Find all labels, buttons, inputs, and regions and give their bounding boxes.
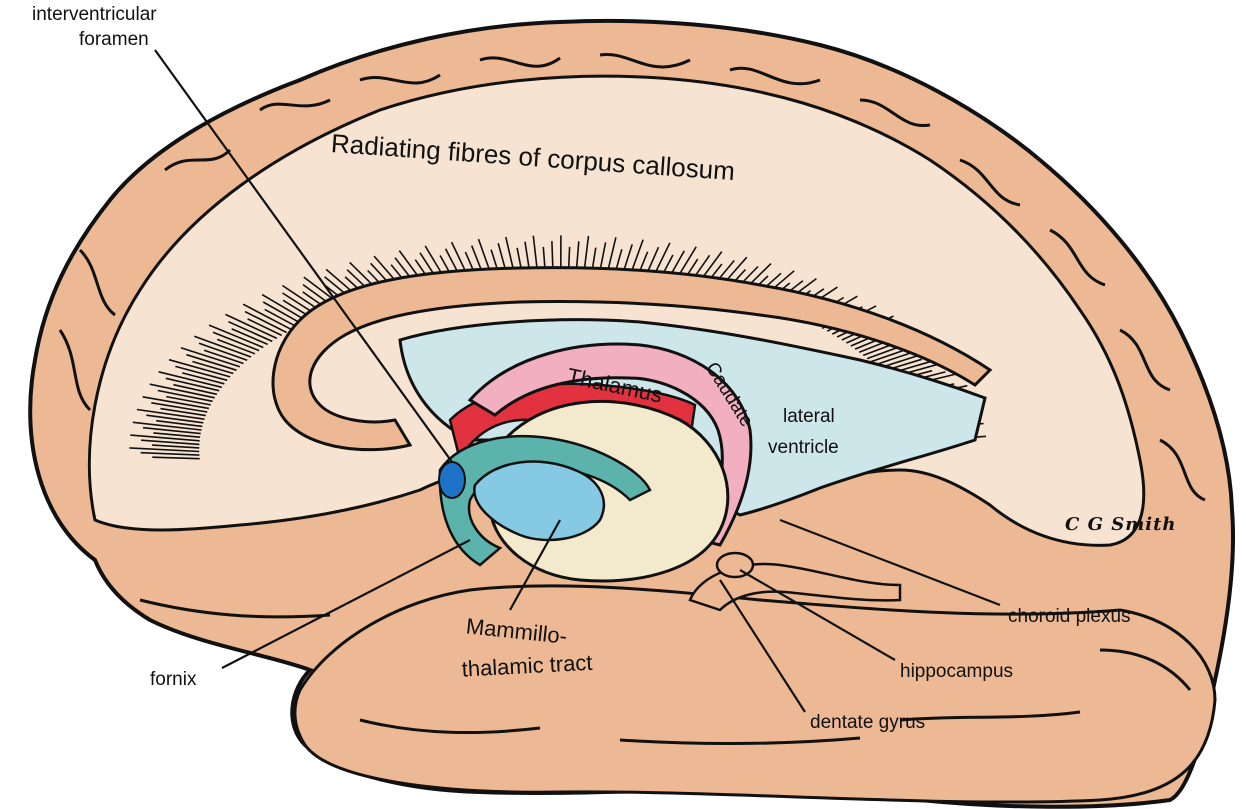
label-ventricle: ventricle [768,437,839,458]
callosum-fibre [261,293,309,323]
callosum-fibre [157,389,213,403]
callosum-fibre [181,372,225,385]
signature: C G Smith [1065,514,1177,535]
label-hippocampus: hippocampus [900,661,1013,682]
callosum-fibre [606,237,617,273]
callosum-fibre [149,383,215,399]
label-fornix: fornix [150,669,197,690]
interventricular-foramen [438,461,466,499]
callosum-fibre [212,331,260,352]
callosum-fibre [532,235,539,271]
callosum-fibre [505,236,515,273]
sulci [58,52,1206,746]
callosum-fibre [151,402,208,413]
callosum-fibre [153,432,201,438]
dentate-gyrus-region [715,551,755,579]
callosum-fibre [142,396,210,410]
callosum-fibre [175,365,228,382]
callosum-fibre [142,426,201,435]
callosum-fibre [173,383,218,396]
callosum-fibre [132,421,202,431]
leader-hippocampus [739,569,896,661]
label-interventricular-1: interventricular [32,4,157,25]
callosum-fibre [247,318,283,337]
callosum-fibre [216,338,256,355]
leader-interventricular-foramen [154,49,453,463]
temporal-lobe [293,584,1217,804]
leader-choroid-plexus [779,518,1001,607]
callosum-fibre [242,303,293,331]
callosum-fibre [192,360,234,375]
callosum-fibre [262,301,303,325]
callosum-fibre [165,377,220,392]
callosum-fibre [160,407,206,417]
leader-dentate-gyrus [719,579,806,713]
callosum-fibre [194,335,252,358]
callosum-fibre [186,353,237,371]
callosum-fibre [180,347,241,368]
leader-fornix [221,539,471,669]
callosum-fibre [141,439,200,446]
callosum-fibre [198,342,248,361]
callosum-fibre [156,419,203,428]
label-dentate-gyrus: dentate gyrus [810,712,925,733]
label-interventricular-2: foramen [79,29,149,50]
callosum-fibre [551,241,554,271]
callosum-fibre [136,408,205,420]
fornix-inner [473,460,606,542]
callosum-fibre [152,456,200,460]
label-choroid-plexus: choroid plexus [1008,606,1131,627]
callosum-fibre [575,241,580,271]
callosum-fibre [583,235,590,272]
callosum-fibre [168,358,231,378]
callosum-fibre [244,310,287,334]
callosum-fibre [146,414,204,424]
leader-mammillothalamic [509,519,561,611]
callosum-fibre [599,242,607,272]
callosum-fibre [208,324,264,349]
callosum-fibre [130,434,200,442]
callosum-fibre [203,349,244,365]
callosum-fibre [231,328,269,346]
callosum-fibre [264,308,298,328]
callosum-fibre [166,395,211,406]
corpus-callosum [271,266,993,452]
callosum-fibre [228,320,273,343]
callosum-fibre [524,241,531,272]
callosum-fibre [225,313,278,340]
callosum-fibre [152,444,200,449]
label-lateral: lateral [783,406,835,427]
callosum-fibre [140,451,200,456]
callosum-fibre [129,447,200,453]
callosum-fibre [158,371,222,389]
